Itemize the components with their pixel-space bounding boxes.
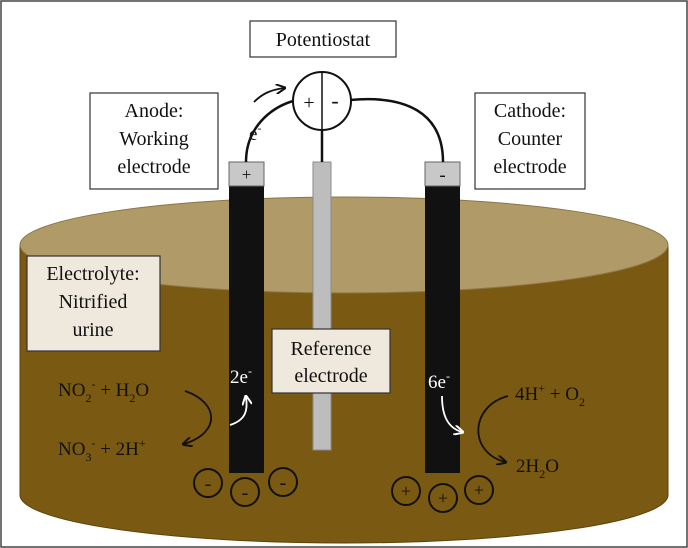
cathode-label-line2: Counter	[498, 128, 563, 150]
anode-product-equation: NO3- + 2H+	[58, 436, 146, 464]
anion-sign: -	[205, 473, 212, 495]
cathode-terminal-sign: -	[439, 165, 445, 186]
anode-reactant-equation: NO2- + H2O	[58, 377, 149, 405]
anode-terminal-sign: +	[242, 165, 252, 184]
electrolyte-label-line3: urine	[72, 319, 113, 341]
reference-label-box	[271, 328, 391, 394]
cation	[428, 483, 458, 513]
cation	[464, 475, 494, 505]
cation-sign: +	[474, 480, 484, 500]
anion	[230, 477, 260, 507]
cathode-label-box	[474, 92, 586, 190]
cation-sign: +	[401, 481, 411, 501]
potentiostat-minus: -	[331, 88, 338, 113]
anode-reaction-arrow	[184, 390, 212, 444]
cathode-product-equation: 2H2O	[516, 456, 559, 481]
anion	[193, 468, 223, 498]
reference-label-line1: Reference	[290, 338, 371, 360]
anion-sign: -	[280, 472, 287, 494]
cathode-ion-group: + + +	[391, 475, 494, 513]
anion-sign: -	[242, 482, 249, 504]
electrolyte-tank-body	[19, 244, 669, 544]
electrolyte-tank-top	[19, 196, 669, 294]
reference-electrode-rod	[312, 161, 332, 451]
potentiostat-label-box	[249, 20, 397, 58]
electrolyte-label-line2: Nitrified	[59, 291, 128, 313]
anion	[268, 467, 298, 497]
anode-electron-count: 2e-	[230, 364, 252, 388]
anode-electron-arrow	[229, 397, 247, 426]
anode-electrode	[229, 185, 264, 473]
reference-label-line2: electrode	[294, 365, 367, 387]
anode-wire	[244, 99, 294, 163]
anode-label-line2: Working	[119, 128, 189, 150]
anode-label-line3: electrode	[117, 156, 190, 178]
cathode-electrode	[425, 185, 460, 473]
anode-label-box	[89, 92, 219, 190]
anode-label-line1: Anode:	[125, 100, 184, 122]
cathode-reactant-equation: 4H+ + O2	[515, 381, 585, 409]
cathode-label-line1: Cathode:	[494, 100, 566, 122]
cathode-electron-count: 6e-	[428, 369, 450, 393]
potentiostat-plus: +	[303, 92, 314, 114]
potentiostat-label: Potentiostat	[276, 29, 371, 51]
cathode-electron-arrow	[441, 395, 462, 432]
cation	[391, 476, 421, 506]
cation-sign: +	[438, 488, 448, 508]
electrolyte-label-line1: Electrolyte:	[46, 263, 139, 285]
cathode-wire	[349, 97, 445, 163]
cathode-label-line3: electrode	[493, 156, 566, 178]
anode-ion-group: - - -	[193, 467, 298, 507]
electron-flow-arrow	[253, 88, 284, 103]
electrolyte-label-box	[26, 255, 161, 352]
cathode-reaction-arrow	[477, 395, 508, 462]
